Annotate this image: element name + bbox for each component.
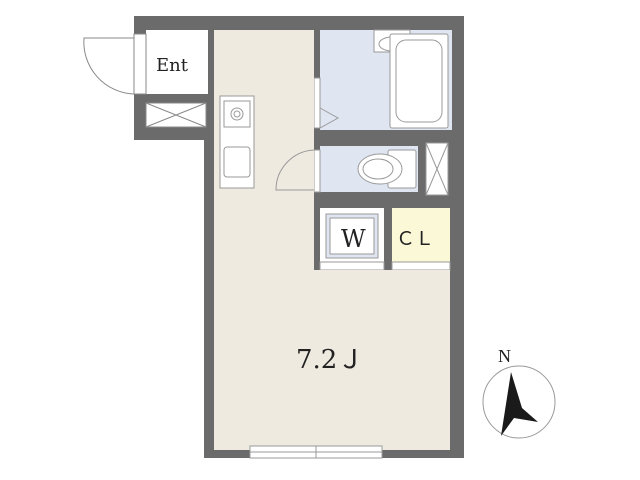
washer-door	[319, 261, 385, 271]
closet-label: ＣＬ	[396, 229, 434, 250]
closet-door	[391, 261, 451, 271]
entrance-door-leaf	[133, 33, 147, 95]
room-size-label: 7.2Ｊ	[296, 345, 363, 375]
north-arrow-icon	[501, 372, 538, 436]
bathroom-door	[313, 77, 321, 129]
entrance-label: Ent	[156, 55, 189, 76]
shoe-storage-cross-2	[145, 102, 207, 128]
bathtub-inner	[395, 39, 443, 123]
toilet-door-leaf	[313, 149, 321, 193]
entrance-door-swing	[83, 37, 135, 95]
compass-north-label: N	[498, 346, 511, 366]
closet-area	[392, 208, 450, 262]
washer-label: W	[341, 225, 366, 253]
bathroom-door-swing	[319, 107, 340, 129]
entrance-floor	[146, 30, 208, 94]
compass: N	[482, 346, 556, 439]
